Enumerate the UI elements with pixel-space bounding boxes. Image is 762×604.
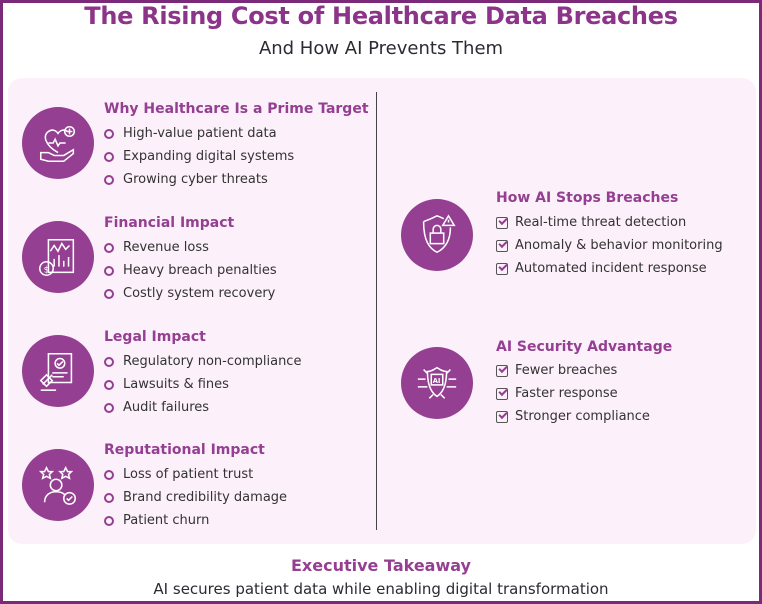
bullet-icon xyxy=(104,265,114,276)
bullet-icon xyxy=(104,356,114,367)
checkbox-checked-icon xyxy=(496,262,508,275)
takeaway-heading: Executive Takeaway xyxy=(291,556,471,575)
list-item: Growing cyber threats xyxy=(104,168,294,191)
list-item: Regulatory non-compliance xyxy=(104,350,301,373)
checkbox-checked-icon xyxy=(496,387,508,400)
item-text: Anomaly & behavior monitoring xyxy=(515,238,723,253)
takeaway-text: AI secures patient data while enabling d… xyxy=(153,580,609,598)
list-item: Loss of patient trust xyxy=(104,463,287,486)
bullet-icon xyxy=(104,379,114,390)
column-divider xyxy=(376,92,377,530)
bullet-list: Loss of patient trust Brand credibility … xyxy=(104,463,287,532)
checkbox-checked-icon xyxy=(496,239,508,252)
section-heading: How AI Stops Breaches xyxy=(496,190,679,206)
bullet-icon xyxy=(104,515,114,526)
list-item: Revenue loss xyxy=(104,236,277,259)
item-text: Loss of patient trust xyxy=(123,467,254,482)
list-item: Real-time threat detection xyxy=(496,211,723,234)
section-heading: Financial Impact xyxy=(104,215,235,231)
bullet-list: Revenue loss Heavy breach penalties Cost… xyxy=(104,236,277,305)
item-text: High-value patient data xyxy=(123,126,277,141)
item-text: Costly system recovery xyxy=(123,286,276,301)
svg-text:$: $ xyxy=(44,265,49,275)
bullet-icon xyxy=(104,174,114,185)
item-text: Real-time threat detection xyxy=(515,215,687,230)
bullet-icon xyxy=(104,492,114,503)
bullet-list: High-value patient data Expanding digita… xyxy=(104,122,294,191)
section-heading: Why Healthcare Is a Prime Target xyxy=(104,101,369,117)
person-stars-icon xyxy=(22,449,94,521)
item-text: Automated incident response xyxy=(515,261,707,276)
checkbox-checked-icon xyxy=(496,216,508,229)
item-text: Brand credibility damage xyxy=(123,490,288,505)
shield-lock-alert-icon xyxy=(401,199,473,271)
bullet-icon xyxy=(104,151,114,162)
section-heading: AI Security Advantage xyxy=(496,339,673,355)
item-text: Regulatory non-compliance xyxy=(123,354,302,369)
item-text: Stronger compliance xyxy=(515,409,650,424)
item-text: Revenue loss xyxy=(123,240,209,255)
item-text: Fewer breaches xyxy=(515,363,618,378)
list-item: Expanding digital systems xyxy=(104,145,294,168)
bullet-icon xyxy=(104,288,114,299)
list-item: Patient churn xyxy=(104,509,287,532)
list-item: Costly system recovery xyxy=(104,282,277,305)
financial-chart-icon: $ xyxy=(22,221,94,293)
item-text: Lawsuits & fines xyxy=(123,377,229,392)
bullet-icon xyxy=(104,469,114,480)
page-title: The Rising Cost of Healthcare Data Breac… xyxy=(84,2,678,30)
list-item: Heavy breach penalties xyxy=(104,259,277,282)
list-item: Brand credibility damage xyxy=(104,486,287,509)
list-item: Lawsuits & fines xyxy=(104,373,301,396)
list-item: Automated incident response xyxy=(496,257,723,280)
list-item: Stronger compliance xyxy=(496,405,650,428)
section-heading: Reputational Impact xyxy=(104,442,265,458)
list-item: Faster response xyxy=(496,382,650,405)
list-item: Fewer breaches xyxy=(496,359,650,382)
item-text: Audit failures xyxy=(123,400,210,415)
heart-hand-icon xyxy=(22,107,94,179)
bullet-list: Regulatory non-compliance Lawsuits & fin… xyxy=(104,350,301,419)
page-subtitle: And How AI Prevents Them xyxy=(258,38,504,59)
bullet-icon xyxy=(104,402,114,413)
list-item: Anomaly & behavior monitoring xyxy=(496,234,723,257)
checkbox-checked-icon xyxy=(496,364,508,377)
check-list: Fewer breaches Faster response Stronger … xyxy=(496,359,650,428)
item-text: Growing cyber threats xyxy=(123,172,268,187)
item-text: Expanding digital systems xyxy=(123,149,295,164)
item-text: Patient churn xyxy=(123,513,210,528)
bullet-icon xyxy=(104,242,114,253)
bullet-icon xyxy=(104,128,114,139)
check-list: Real-time threat detection Anomaly & beh… xyxy=(496,211,723,280)
legal-document-gavel-icon xyxy=(22,335,94,407)
list-item: Audit failures xyxy=(104,396,301,419)
content-card xyxy=(8,78,756,544)
item-text: Heavy breach penalties xyxy=(123,263,277,278)
checkbox-checked-icon xyxy=(496,410,508,423)
svg-text:AI: AI xyxy=(433,377,441,385)
section-heading: Legal Impact xyxy=(104,329,206,345)
ai-shield-chip-icon: AI xyxy=(401,347,473,419)
list-item: High-value patient data xyxy=(104,122,294,145)
item-text: Faster response xyxy=(515,386,618,401)
